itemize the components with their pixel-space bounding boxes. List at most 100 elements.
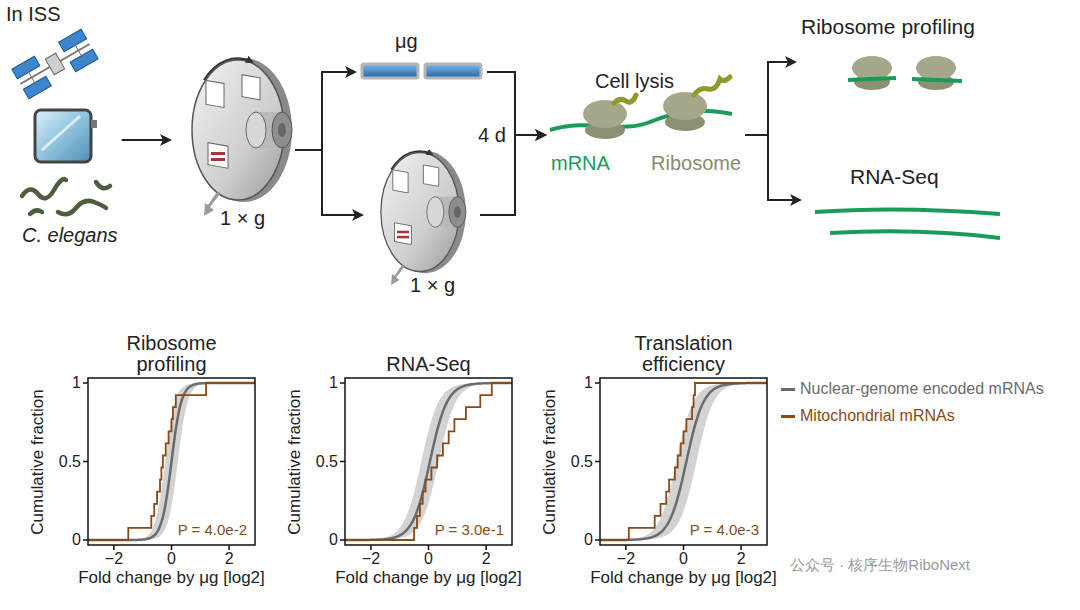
nuclear-cdf [88,383,255,540]
p-value: P = 4.0e-2 [176,522,249,539]
node-text: mRNA [551,152,610,174]
tick-label: 1 [72,374,81,392]
x-tick [740,545,742,550]
stage-node: μg [355,28,487,90]
culture-chamber [35,110,97,162]
lysate-illustration-part [614,95,636,103]
stage-node: In ISSC. elegans [0,0,122,250]
culture-chamber-part [42,116,80,150]
nuclear-cdf [345,383,512,540]
tick-label: −2 [105,550,123,568]
flow-arrow [122,139,170,141]
node-heading: RNA-Seq [850,165,939,188]
worms-part [22,179,66,198]
mito-cdf [600,383,767,540]
confidence-band [345,383,512,540]
node-heading: μg [395,30,418,52]
y-tick [595,382,600,384]
microgravity-slides-part [362,64,418,78]
x-tick [228,545,230,550]
y-tick [83,461,88,463]
axis-label: Cumulative fraction [29,389,48,535]
flow-arrow [480,135,545,215]
edge-label: 4 d [478,124,506,146]
lysate-illustration-part [550,111,732,130]
tick-label: 0 [584,531,593,549]
confidence-band [88,383,255,540]
worms [22,179,110,214]
y-tick [595,539,600,541]
tick-label: 0 [329,531,338,549]
footprint-illustration-part [848,78,896,80]
tick-label: 0 [424,550,433,568]
flow-arrow [745,135,800,200]
worms-part [58,201,106,214]
axis-label: Cumulative fraction [541,389,560,535]
iss-station [12,29,98,98]
legend-text: Mitochondrial mRNAs [800,407,955,425]
stage-node: Ribosome profiling [795,12,1035,100]
legend-swatch [781,415,795,418]
worms-part [96,182,110,188]
axis-label: Fold change by μg [log2] [78,569,265,588]
mito-cdf [345,383,512,540]
axis-label: Fold change by μg [log2] [335,569,522,588]
p-value: P = 4.0e-3 [688,522,761,539]
legend-text: Nuclear-genome encoded mRNAs [800,380,1044,398]
tick-label: 2 [737,550,746,568]
y-tick [595,461,600,463]
stage-node: Cell lysis mRNA Ribosome [545,68,745,178]
plot-frame [88,378,255,545]
x-tick [171,545,173,550]
axis-label: Cumulative fraction [286,389,305,535]
plot-title: Translation efficiency [609,333,759,375]
mito-cdf [88,383,255,540]
tick-label: −2 [362,550,380,568]
tick-label: 0 [167,550,176,568]
rna-reads-part [815,209,1000,214]
tick-label: 1 [329,374,338,392]
confidence-band [600,383,767,540]
microgravity-slides [362,64,481,78]
flow-arrow [745,62,795,135]
culture-chamber-part [91,120,97,128]
tick-label: 0.5 [571,453,593,471]
node-heading: In ISS [6,3,60,25]
node-text: Ribosome [651,152,741,174]
plot-frame [600,378,767,545]
microgravity-slides-part [425,64,481,78]
y-tick [340,461,345,463]
x-tick [113,545,115,550]
y-tick [340,539,345,541]
centrifuge [192,58,292,216]
y-tick [83,382,88,384]
rna-reads [815,209,1000,238]
node-heading: 1 × g [220,207,265,229]
tick-label: 0 [679,550,688,568]
plot-frame [345,378,512,545]
tick-label: 0.5 [59,453,81,471]
footprint-illustration-part [852,56,892,80]
node-heading: 1 × g [410,274,455,296]
watermark: 公众号 · 核序生物RiboNext [790,557,970,574]
legend-swatch [781,388,795,391]
y-tick [340,382,345,384]
footprint-illustration-part [916,56,956,80]
footprint-illustration [848,56,962,90]
axis-label: Fold change by μg [log2] [590,569,777,588]
x-tick [485,545,487,550]
lysate-illustration-part [694,77,730,95]
tick-label: 0 [72,531,81,549]
stage-node: 1 × g [170,55,295,235]
iss-station-part [23,63,40,92]
tick-label: 1 [584,374,593,392]
worms-part [30,210,42,214]
tick-label: 2 [225,550,234,568]
node-heading: Cell lysis [595,70,674,92]
iss-station-part [45,53,64,75]
centrifuge [381,151,466,285]
lysate-illustration-part [583,100,627,128]
p-value: P = 3.0e-1 [433,522,506,539]
x-tick [683,545,685,550]
plot-title: RNA-Seq [344,354,514,375]
